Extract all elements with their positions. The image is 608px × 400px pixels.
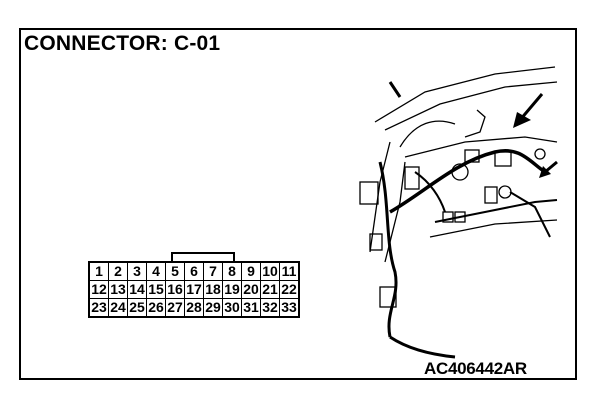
pin-cell: 21 xyxy=(260,280,280,299)
pin-cell: 30 xyxy=(222,298,242,318)
pin-cell: 20 xyxy=(241,280,261,299)
pin-cell: 29 xyxy=(203,298,223,318)
pin-cell: 24 xyxy=(108,298,128,318)
pin-cell: 22 xyxy=(279,280,300,299)
pin-cell: 25 xyxy=(127,298,147,318)
pin-cell: 27 xyxy=(165,298,185,318)
pin-cell: 13 xyxy=(108,280,128,299)
pin-cell: 28 xyxy=(184,298,204,318)
pin-cell: 31 xyxy=(241,298,261,318)
pin-cell: 4 xyxy=(146,261,166,281)
pin-cell: 15 xyxy=(146,280,166,299)
diagram-frame xyxy=(19,28,577,380)
pin-cell: 2 xyxy=(108,261,128,281)
pin-cell: 1 xyxy=(88,261,109,281)
pin-cell: 11 xyxy=(279,261,300,281)
pin-cell: 7 xyxy=(203,261,223,281)
pin-cell: 18 xyxy=(203,280,223,299)
pin-cell: 26 xyxy=(146,298,166,318)
pin-cell: 32 xyxy=(260,298,280,318)
pin-cell: 33 xyxy=(279,298,300,318)
pin-cell: 14 xyxy=(127,280,147,299)
pin-cell: 3 xyxy=(127,261,147,281)
page-title: CONNECTOR: C-01 xyxy=(24,32,221,55)
pin-cell: 23 xyxy=(88,298,109,318)
pin-cell: 16 xyxy=(165,280,185,299)
pin-cell: 8 xyxy=(222,261,242,281)
pin-cell: 17 xyxy=(184,280,204,299)
pin-cell: 12 xyxy=(88,280,109,299)
pin-cell: 19 xyxy=(222,280,242,299)
wiring-harness-illustration xyxy=(359,66,558,359)
connector-latch-tab xyxy=(171,252,235,262)
pin-cell: 10 xyxy=(260,261,280,281)
pin-cell: 9 xyxy=(241,261,261,281)
pin-cell: 6 xyxy=(184,261,204,281)
pin-cell: 5 xyxy=(165,261,185,281)
figure-code: AC406442AR xyxy=(424,359,527,378)
